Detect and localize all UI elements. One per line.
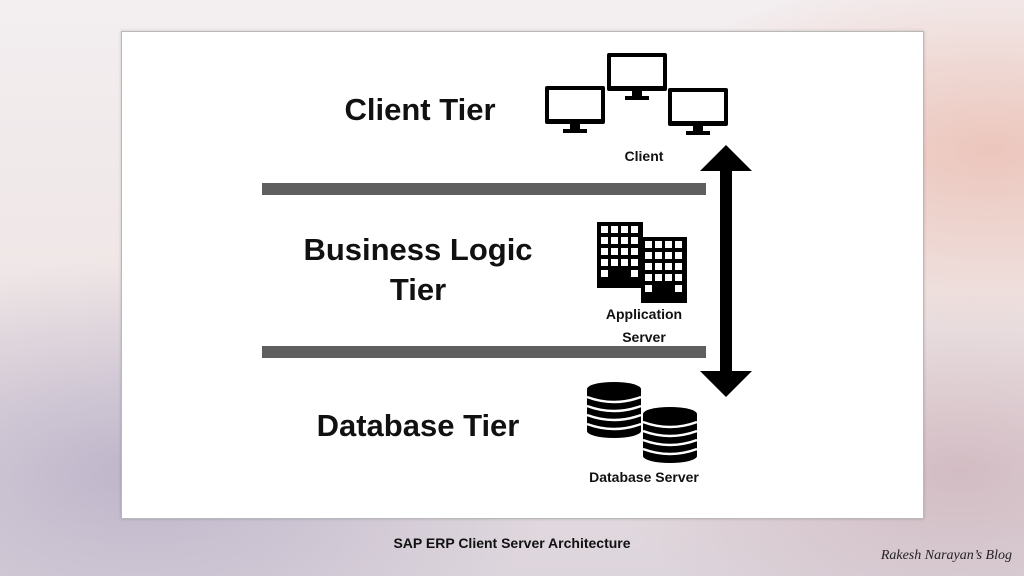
monitor-icon bbox=[607, 53, 667, 100]
client-tier-label: Client Tier bbox=[344, 92, 496, 127]
bidirectional-arrow bbox=[700, 145, 752, 397]
diagram-caption: SAP ERP Client Server Architecture bbox=[393, 535, 631, 551]
monitor-icon bbox=[668, 88, 728, 135]
diagram-panel bbox=[121, 31, 924, 519]
building-icon bbox=[641, 237, 687, 303]
database-icon bbox=[642, 407, 698, 463]
building-icon bbox=[597, 222, 643, 288]
client-node-label: Client bbox=[624, 148, 664, 164]
tier-divider-bottom bbox=[262, 346, 706, 358]
database-server-label: Database Server bbox=[589, 469, 699, 485]
application-server-label: Application Server bbox=[605, 306, 683, 345]
database-icon bbox=[586, 382, 642, 438]
author-signature: Rakesh Narayan’s Blog bbox=[880, 548, 1012, 563]
database-tier-label: Database Tier bbox=[316, 408, 520, 443]
monitor-icon bbox=[545, 86, 605, 133]
tier-divider-top bbox=[262, 183, 706, 195]
business-logic-tier-label: Business Logic Tier bbox=[303, 232, 533, 307]
